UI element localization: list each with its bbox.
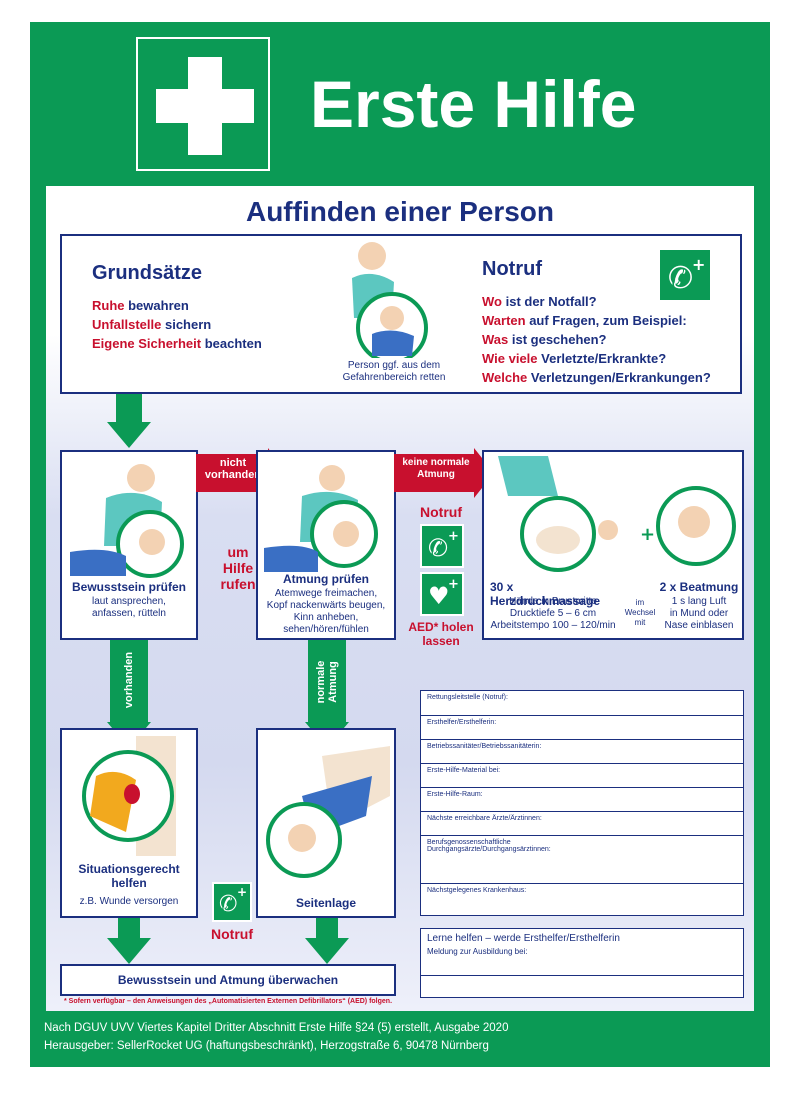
form-row-material[interactable]: Erste-Hilfe-Material bei:: [421, 763, 743, 787]
form-row-ersthelfer[interactable]: Ersthelfer/Ersthelferin:: [421, 715, 743, 739]
emergency-phone-icon: ✆+: [212, 882, 252, 922]
svg-text:✆: ✆: [668, 261, 693, 296]
form-row-aerzte[interactable]: Nächste erreichbare Ärzte/Ärztinnen:: [421, 811, 743, 835]
svg-text:+: +: [237, 885, 247, 899]
bewusstsein-text: laut ansprechen, anfassen, rütteln: [92, 596, 166, 619]
atmung-text: Atemwege freimachen, Kopf nackenwärts be…: [266, 588, 386, 635]
divider: [421, 975, 743, 976]
aed-heart-icon: ♥+: [420, 572, 464, 616]
nicht-vorhanden-label: nicht vorhanden: [204, 457, 262, 481]
svg-text:+: +: [640, 524, 655, 545]
arrow-shaft: [316, 918, 338, 940]
footer-line-1: Nach DGUV UVV Viertes Kapitel Dritter Ab…: [44, 1022, 509, 1034]
notruf-bottom-label: Notruf: [211, 926, 253, 942]
arrow-shaft: [118, 918, 140, 940]
svg-text:✆: ✆: [428, 534, 448, 562]
grundsatz-line: Eigene Sicherheit beachten: [92, 336, 262, 351]
notruf-line: Was ist geschehen?: [482, 332, 607, 347]
notruf-title: Notruf: [482, 258, 542, 280]
bewusstsein-box: Bewusstsein prüfen laut ansprechen, anfa…: [60, 450, 198, 640]
grundsaetze-list: Ruhe bewahren Unfallstelle sichern Eigen…: [92, 296, 262, 353]
form-row-betriebssanitaeter[interactable]: Betriebssanitäter/Betriebssanitäterin:: [421, 739, 743, 763]
notruf-line: Wie viele Verletzte/Erkrankte?: [482, 351, 667, 366]
beatmung-title: 2 x Beatmung: [659, 580, 739, 594]
poster-title: Erste Hilfe: [310, 67, 637, 141]
herzdruck-title: 30 x Herzdruckmassage: [490, 580, 601, 608]
training-title: Lerne helfen – werde Ersthelfer/Ersthelf…: [427, 933, 620, 944]
svg-text:✆: ✆: [219, 892, 237, 917]
emergency-phone-icon: ✆+: [658, 248, 712, 302]
rescue-caption: Person ggf. aus dem Gefahrenbereich rett…: [342, 360, 446, 383]
ueberwachen-text: Bewusstsein und Atmung überwachen: [117, 973, 339, 987]
svg-text:+: +: [692, 255, 705, 274]
wound-care-illustration: [82, 736, 176, 856]
arrow-down-icon: [107, 422, 151, 448]
arrow-down-icon: [107, 938, 151, 964]
training-box: Lerne helfen – werde Ersthelfer/Ersthelf…: [420, 928, 744, 998]
vorhanden-label: vorhanden: [123, 651, 135, 709]
red-arrow-icon: [394, 448, 494, 498]
arrow-shaft: [116, 394, 142, 424]
form-row-raum[interactable]: Erste-Hilfe-Raum:: [421, 787, 743, 811]
notruf-line: Wo ist der Notfall?: [482, 294, 597, 309]
situation-title: Situationsgerecht helfen: [78, 862, 180, 890]
footer-line-2: Herausgeber: SellerRocket UG (haftungsbe…: [44, 1040, 489, 1052]
first-aid-poster: Erste Hilfe Auffinden einer Person Grund…: [30, 22, 770, 1067]
form-row-krankenhaus[interactable]: Nächstgelegenes Krankenhaus:: [421, 883, 743, 917]
keine-normale-atmung-label: keine normale Atmung: [402, 457, 470, 480]
grundsatz-line: Unfallstelle sichern: [92, 317, 212, 332]
svg-text:+: +: [448, 577, 459, 592]
top-info-box: Grundsätze Ruhe bewahren Unfallstelle si…: [60, 234, 742, 394]
grundsaetze-title: Grundsätze: [92, 262, 203, 284]
im-wechsel-label: im Wechsel mit: [624, 598, 656, 627]
form-row-rettungsleitstelle[interactable]: Rettungsleitstelle (Notruf):: [427, 694, 508, 701]
consciousness-check-illustration: [70, 464, 184, 578]
content-panel: Auffinden einer Person Grundsätze Ruhe b…: [46, 186, 754, 1011]
notruf-line: Welche Verletzungen/Erkrankungen?: [482, 370, 711, 385]
beatmung-text: 1 s lang Luft in Mund oder Nase einblase…: [664, 596, 734, 631]
recovery-position-illustration: [266, 746, 390, 878]
svg-text:+: +: [448, 529, 459, 544]
herzdruck-text: Hände in Brustmitte Drucktiefe 5 – 6 cm …: [490, 596, 616, 631]
seitenlage-title: Seitenlage: [295, 896, 357, 910]
arrow-down-icon: [305, 938, 349, 964]
arrow-shaft: [308, 640, 346, 724]
notruf-label: Notruf: [420, 504, 462, 520]
atmung-box: Atmung prüfen Atemwege freimachen, Kopf …: [256, 450, 396, 640]
notruf-questions: Wo ist der Notfall? Warten auf Fragen, z…: [482, 292, 711, 387]
bewusstsein-title: Bewusstsein prüfen: [71, 580, 187, 594]
training-text[interactable]: Meldung zur Ausbildung bei:: [427, 947, 528, 956]
aed-label: AED* holen lassen: [408, 620, 474, 648]
grundsatz-line: Ruhe bewahren: [92, 298, 189, 313]
breathing-check-illustration: [264, 465, 378, 572]
ueberwachen-box: Bewusstsein und Atmung überwachen: [60, 964, 396, 996]
arrow-shaft: [110, 640, 148, 724]
svg-text:♥: ♥: [428, 582, 450, 610]
seitenlage-box: Seitenlage: [256, 728, 396, 918]
atmung-title: Atmung prüfen: [283, 572, 369, 586]
cpr-box: + 30 x Herzdruckmassage Hände in Brustmi…: [482, 450, 744, 640]
situation-text: z.B. Wunde versorgen: [79, 896, 179, 907]
form-row-durchgangsaerzte[interactable]: Berufsgenossenschaftliche Durchgangsärzt…: [421, 835, 743, 883]
notruf-line: Warten auf Fragen, zum Beispiel:: [482, 313, 687, 328]
footnote: * Sofern verfügbar – den Anweisungen des…: [64, 998, 393, 1005]
rescue-illustration: [352, 242, 428, 358]
situation-box: Situationsgerecht helfen z.B. Wunde vers…: [60, 728, 198, 918]
contact-form: Rettungsleitstelle (Notruf): Ersthelfer/…: [420, 690, 744, 916]
um-hilfe-rufen-label: um Hilfe rufen: [220, 544, 256, 592]
emergency-phone-icon: ✆+: [420, 524, 464, 568]
normale-atmung-label: normale Atmung: [315, 660, 339, 704]
first-aid-cross-icon: [136, 37, 270, 171]
section-title: Auffinden einer Person: [245, 196, 555, 227]
cpr-illustration: +: [498, 456, 736, 572]
